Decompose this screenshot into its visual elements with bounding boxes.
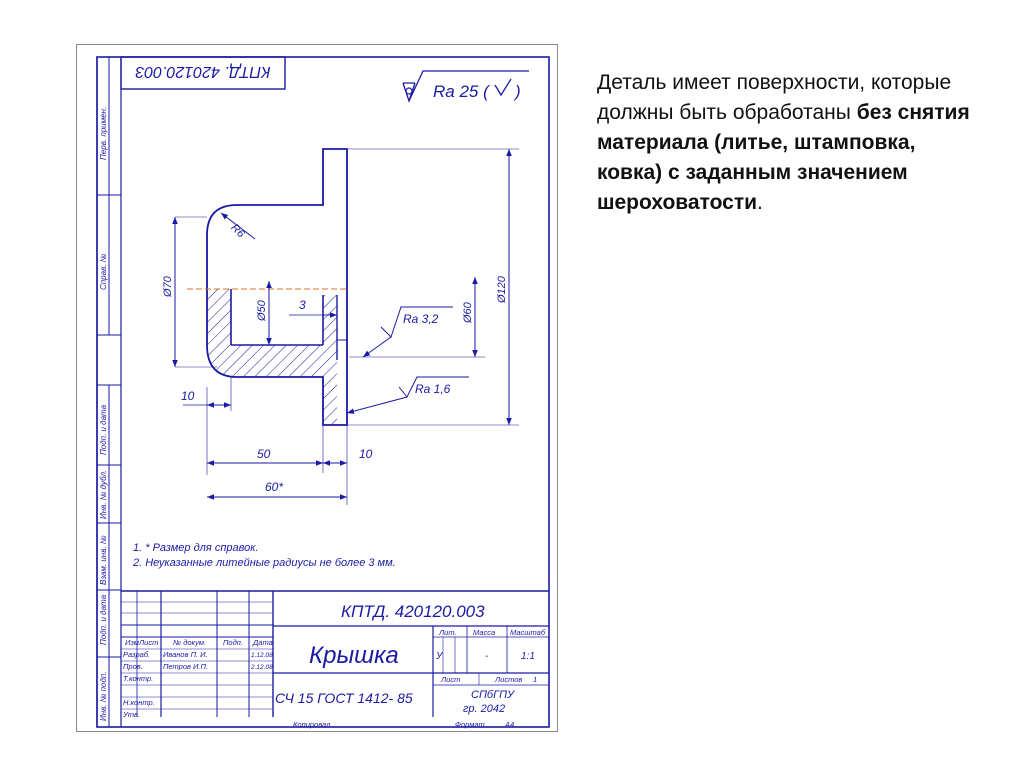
title-code: КПТД. 420120.003: [341, 602, 485, 621]
dim-10-right: 10: [359, 447, 373, 461]
notes: 1. * Размер для справок. 2. Неуказанные …: [132, 542, 396, 569]
row-person: Петров И.П.: [163, 662, 208, 671]
row-date: 2.12.08: [250, 664, 273, 671]
header-list: Лист: [138, 638, 158, 647]
roughness-ra32: Ra 3,2: [403, 312, 439, 326]
note-1: 1. * Размер для справок.: [133, 542, 258, 554]
mass-value: -: [485, 651, 489, 662]
scale-label: Масштаб: [510, 628, 546, 637]
rotated-stamp: КПТД. 420120.003: [120, 56, 286, 90]
format-value: А4: [504, 720, 514, 729]
general-roughness: Ra 25 ( ): [402, 70, 529, 104]
side-column-label: Подп. и дата: [99, 594, 108, 645]
roughness-ra16: Ra 1,6: [415, 382, 451, 396]
row-date: 1.12.08: [251, 652, 273, 659]
row-role: Утв.: [122, 710, 140, 719]
part-section: [187, 148, 348, 426]
dim-60: 60*: [265, 480, 283, 494]
roughness-marks: Ra 3,2 Ra 1,6: [346, 306, 469, 414]
technical-drawing: Перв. примен. Справ. № Подп. и дата Инв.…: [96, 56, 550, 729]
org-name: СПбГПУ: [471, 689, 515, 701]
title-name: Крышка: [309, 642, 399, 669]
dim-d70: Ø70: [162, 275, 174, 298]
side-strip: Перв. примен. Справ. № Подп. и дата Инв.…: [96, 57, 122, 727]
dimension-lines: [172, 148, 519, 505]
lit-value: У: [435, 651, 444, 662]
title-material: СЧ 15 ГОСТ 1412- 85: [275, 690, 413, 706]
rotated-code: КПТД. 420120.003: [135, 63, 270, 80]
dim-50: 50: [257, 447, 271, 461]
note-2: 2. Неуказанные литейные радиусы не более…: [132, 557, 396, 569]
group-name: гр. 2042: [463, 703, 505, 715]
dim-d50: Ø50: [256, 299, 268, 322]
row-person: Иванов П. И.: [163, 650, 208, 659]
header-izm: Изм: [125, 638, 139, 647]
row-role: Пров.: [123, 662, 143, 671]
side-column-label: Инв. № дубл.: [99, 470, 108, 519]
side-column-label: Перв. примен.: [99, 107, 108, 160]
side-column-label: Справ. №: [99, 253, 108, 290]
dim-d60: Ø60: [462, 301, 474, 324]
row-role: Т.контр.: [123, 674, 153, 683]
header-doc: № докум.: [173, 638, 206, 647]
sheets-label: Листов: [494, 675, 522, 684]
scale-value: 1:1: [521, 651, 535, 662]
header-date: Дата: [252, 638, 273, 647]
title-block: Изм Лист № докум. Подп. Дата Разраб. Ива…: [121, 590, 549, 729]
lit-label: Лит.: [438, 628, 457, 637]
copied-label: Копировал: [293, 720, 331, 729]
description-part2: .: [757, 191, 763, 214]
dim-3: 3: [299, 298, 306, 312]
dim-10-left: 10: [181, 389, 195, 403]
dim-r6: R6: [228, 222, 247, 241]
side-column-label: Взам. инв. №: [99, 535, 108, 585]
description-part1: Деталь имеет поверхности, которые должны…: [597, 71, 952, 124]
header-sign: Подп.: [223, 638, 243, 647]
row-role: Н.контр.: [123, 698, 155, 707]
format-label: Формат: [455, 720, 485, 729]
description-text: Деталь имеет поверхности, которые должны…: [597, 68, 977, 218]
description-bold: без снятия материала (литье, штамповка, …: [597, 101, 970, 214]
mass-label: Масса: [473, 628, 495, 637]
sheets-value: 1: [533, 675, 537, 684]
side-column-label: Подп. и дата: [99, 404, 108, 455]
roughness-general-label: Ra 25 (: [433, 82, 491, 101]
row-role: Разраб.: [123, 650, 150, 659]
side-column-label: Инв. № подп.: [99, 671, 108, 721]
drawing-sheet: Перв. примен. Справ. № Подп. и дата Инв.…: [76, 44, 558, 732]
sheet-label: Лист: [440, 675, 460, 684]
dim-d120: Ø120: [496, 275, 508, 304]
roughness-general-close: ): [513, 82, 521, 101]
